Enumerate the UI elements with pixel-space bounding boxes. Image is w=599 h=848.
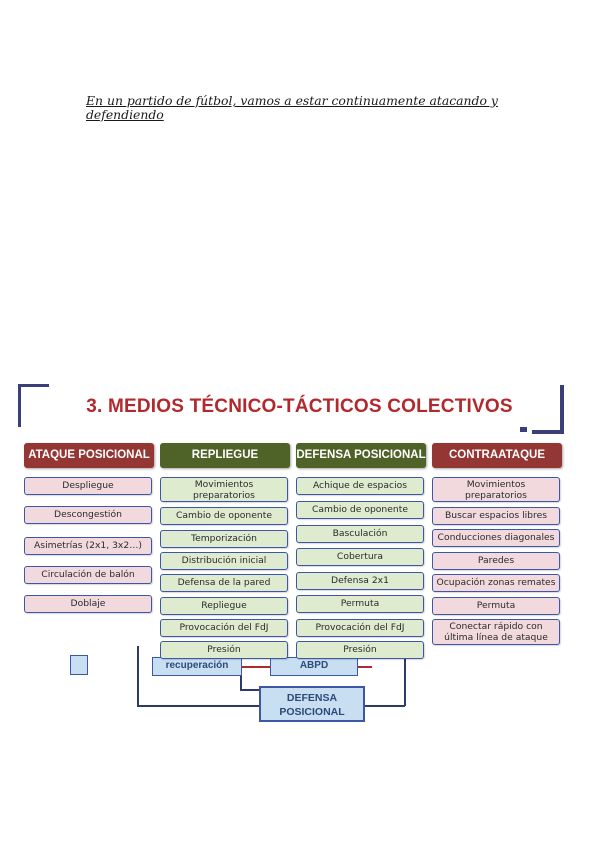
column-ataque-posicional: ATAQUE POSICIONAL Despliegue Descongesti…	[24, 443, 154, 613]
item-buscar-espacios-libres: Buscar espacios libres	[432, 507, 560, 525]
item-descongestion: Descongestión	[24, 506, 152, 524]
intro-paragraph: En un partido de fútbol, vamos a estar c…	[86, 93, 498, 122]
item-presion: Presión	[296, 641, 424, 659]
item-provocacion-fdj: Provocación del FdJ	[160, 619, 288, 637]
flow-arrow-red-2	[358, 666, 372, 668]
item-defensa-2x1: Defensa 2x1	[296, 572, 424, 590]
flow-arrow-red-1	[242, 666, 270, 668]
item-distribucion-inicial: Distribución inicial	[160, 552, 288, 570]
item-achique-espacios: Achique de espacios	[296, 477, 424, 495]
item-conectar-rapido: Conectar rápido con última línea de ataq…	[432, 619, 560, 645]
flow-box-defensa-posicional: DEFENSA POSICIONAL	[259, 686, 365, 722]
item-movimientos-preparatorios: Movimientos preparatorios	[432, 477, 560, 502]
item-cobertura: Cobertura	[296, 548, 424, 566]
frame-corner-bottom-right	[532, 385, 564, 434]
item-conducciones-diagonales: Conducciones diagonales	[432, 529, 560, 547]
item-doblaje: Doblaje	[24, 595, 152, 613]
item-asimetrias: Asimetrías (2x1, 3x2…)	[24, 537, 152, 555]
flow-box-defensa-label: DEFENSA POSICIONAL	[279, 692, 345, 718]
flow-line-bottom-right	[365, 705, 405, 707]
item-presion: Presión	[160, 641, 288, 659]
item-paredes: Paredes	[432, 552, 560, 570]
flow-box-left-stub	[70, 655, 88, 675]
item-movimientos-preparatorios: Movimientos preparatorios	[160, 477, 288, 502]
slide-title: 3. MEDIOS TÉCNICO-TÁCTICOS COLECTIVOS	[86, 396, 513, 417]
item-cambio-oponente: Cambio de oponente	[296, 501, 424, 519]
item-temporizacion: Temporización	[160, 530, 288, 548]
flow-box-abpd-label: ABPD	[299, 660, 329, 671]
column-header-contraataque: CONTRAATAQUE	[432, 443, 562, 468]
flow-line-left-vertical	[137, 646, 139, 706]
column-header-ataque-posicional: ATAQUE POSICIONAL	[24, 443, 154, 468]
item-permuta: Permuta	[296, 595, 424, 613]
frame-corner-dot	[520, 427, 527, 432]
item-ocupacion-zonas-remates: Ocupación zonas remates	[432, 574, 560, 592]
frame-corner-top-left	[18, 384, 49, 427]
column-defensa-posicional: DEFENSA POSICIONAL Achique de espacios C…	[296, 443, 426, 659]
item-defensa-pared: Defensa de la pared	[160, 574, 288, 592]
column-contraataque: CONTRAATAQUE Movimientos preparatorios B…	[432, 443, 562, 645]
column-header-repliegue: REPLIEGUE	[160, 443, 290, 468]
item-provocacion-fdj: Provocación del FdJ	[296, 619, 424, 637]
flow-line-right-vertical	[404, 646, 406, 706]
column-header-defensa-posicional: DEFENSA POSICIONAL	[296, 443, 426, 468]
item-basculacion: Basculación	[296, 525, 424, 543]
flow-line-mid-connector	[240, 689, 270, 691]
slide-image: 3. MEDIOS TÉCNICO-TÁCTICOS COLECTIVOS re…	[0, 380, 599, 722]
item-repliegue: Repliegue	[160, 597, 288, 615]
flow-box-abpd: ABPD	[270, 657, 358, 676]
flow-line-mid-left	[240, 676, 242, 690]
flow-line-bottom-left	[137, 705, 259, 707]
item-cambio-oponente: Cambio de oponente	[160, 507, 288, 525]
item-despliegue: Despliegue	[24, 477, 152, 495]
flow-box-recuperacion: recuperación	[152, 657, 242, 676]
column-repliegue: REPLIEGUE Movimientos preparatorios Camb…	[160, 443, 290, 659]
item-circulacion-balon: Circulación de balón	[24, 566, 152, 584]
flow-box-recuperacion-label: recuperación	[165, 660, 229, 671]
item-permuta: Permuta	[432, 597, 560, 615]
